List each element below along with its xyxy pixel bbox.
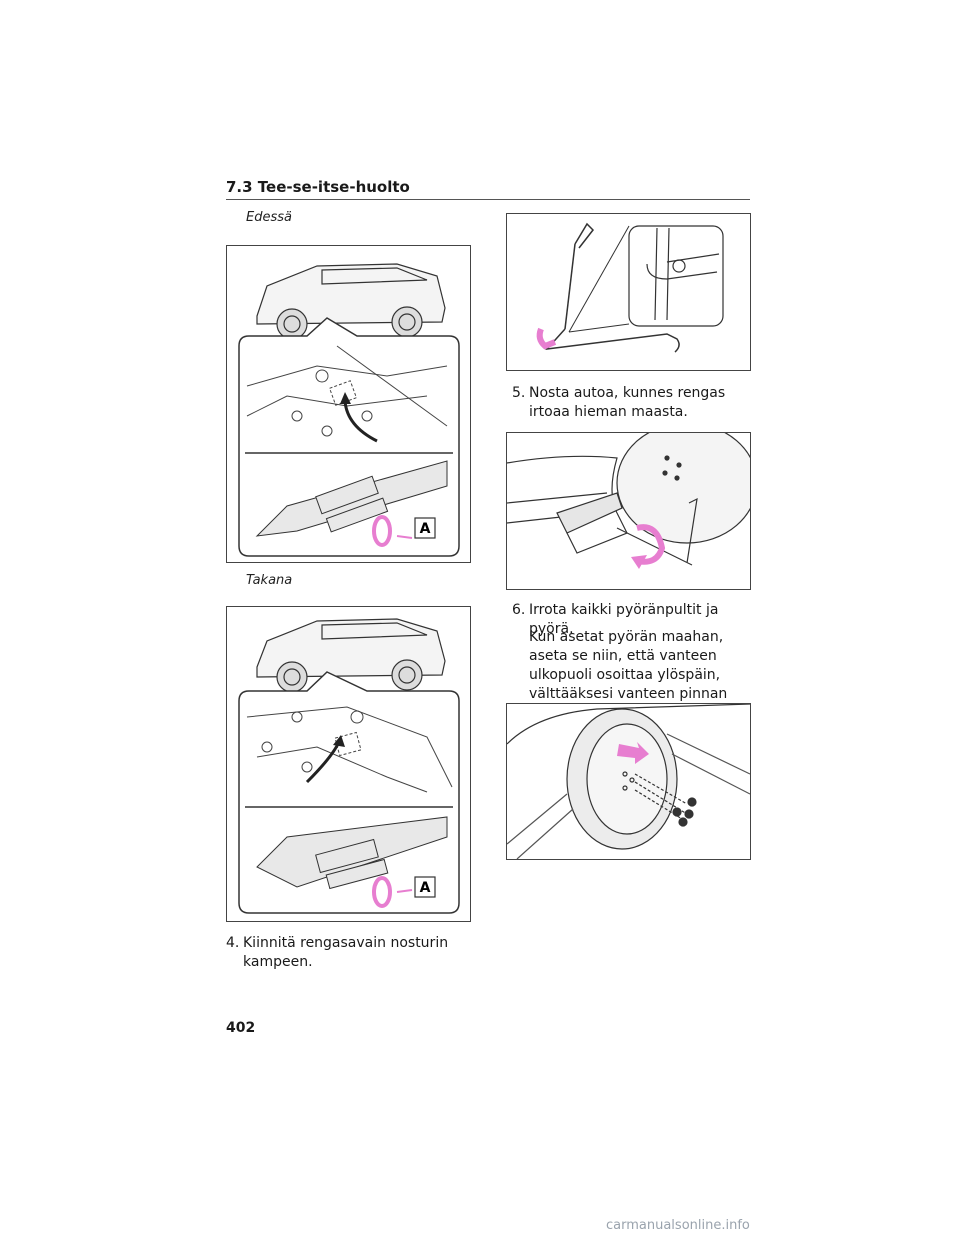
wheel-removal-figure — [506, 703, 751, 860]
step-6-text: Irrota kaikki pyöränpultit ja pyörä. — [529, 602, 719, 637]
car-illustration — [256, 263, 446, 340]
step-5: 5. Nosta autoa, kunnes rengas irtoaa hie… — [512, 384, 752, 422]
header-rule — [226, 199, 750, 200]
step-6: 6. Irrota kaikki pyöränpultit ja pyörä. — [512, 601, 752, 639]
car-illustration — [256, 618, 446, 693]
step-4-number: 4. — [226, 935, 240, 951]
watermark: carmanualsonline.info — [606, 1218, 750, 1233]
step-4: 4. Kiinnitä rengasavain nosturin kampeen… — [226, 934, 466, 972]
section-header: 7.3 Tee-se-itse-huolto — [226, 178, 410, 196]
step-4-text: Kiinnitä rengasavain nosturin kampeen. — [243, 935, 449, 970]
label-a-rear: A — [420, 880, 431, 896]
rear-jack-figure: A — [226, 606, 471, 922]
page-number: 402 — [226, 1020, 256, 1036]
front-jack-figure: A — [226, 245, 471, 563]
front-caption: Edessä — [246, 210, 292, 225]
label-a-front: A — [420, 521, 431, 537]
step-6-number: 6. — [512, 602, 526, 618]
rear-caption: Takana — [246, 573, 293, 588]
wrench-attach-figure — [506, 213, 751, 371]
lifting-figure — [506, 432, 751, 590]
step-5-text: Nosta autoa, kunnes rengas irtoaa hieman… — [529, 385, 726, 420]
step-5-number: 5. — [512, 385, 526, 401]
